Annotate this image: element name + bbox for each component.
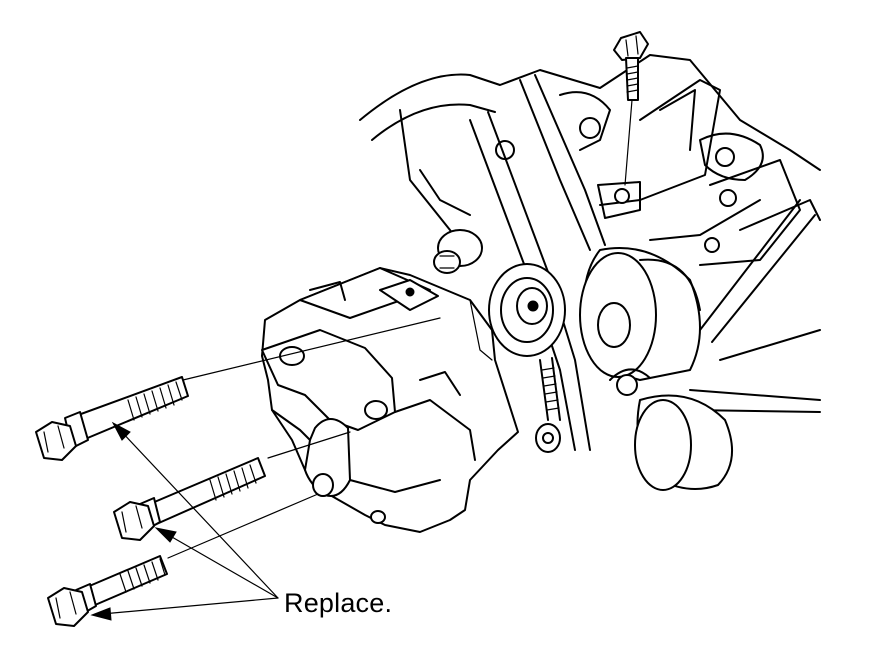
engine-mount-bracket — [261, 267, 519, 533]
water-pump-pulley — [579, 247, 701, 381]
alignment-lines — [167, 317, 441, 559]
belt-tensioner — [488, 263, 566, 453]
mount-bolt-2 — [113, 457, 266, 541]
engine-block — [359, 54, 821, 401]
mount-bolt-1 — [35, 376, 189, 461]
idler-pulley — [433, 229, 483, 274]
lower-pulley — [609, 368, 734, 491]
callout-arrows — [90, 421, 279, 621]
replace-callout-label: Replace. — [284, 588, 393, 618]
mount-bolt-3 — [47, 555, 168, 627]
upper-bracket-bolt — [613, 31, 649, 186]
